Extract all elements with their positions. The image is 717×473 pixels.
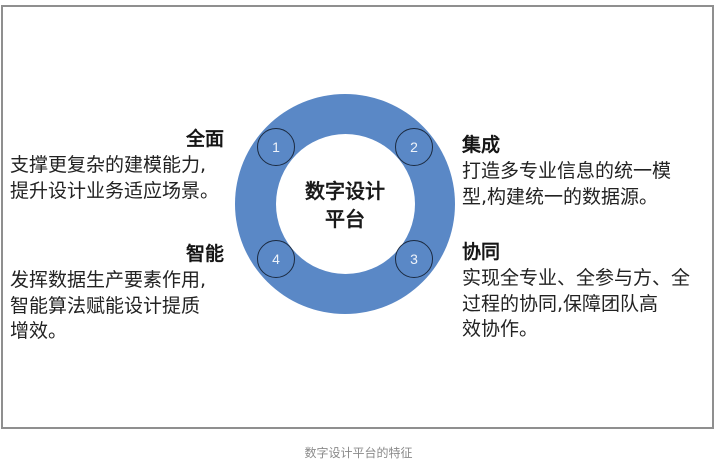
feature-line: 提升设计业务适应场景。 [10,179,220,202]
feature-line: 型,构建统一的数据源。 [462,185,659,208]
feature-line: 效协作。 [462,318,539,340]
feature-integration: 集成 打造多专业信息的统一模 型,构建统一的数据源。 [462,132,712,210]
feature-title: 协同 [462,241,501,263]
badge-3: 3 [395,240,433,278]
feature-line: 智能算法赋能设计提质 [10,294,201,317]
feature-title: 智能 [185,243,224,265]
feature-line: 增效。 [10,320,68,342]
center-title-line-2: 平台 [325,207,365,231]
feature-title: 全面 [185,128,224,150]
feature-line: 过程的协同,保障团队高 [462,292,659,315]
feature-line: 发挥数据生产要素作用, [10,269,207,291]
center-title-line-1: 数字设计 [305,179,385,203]
center-title: 数字设计 平台 [285,177,405,233]
badge-1: 1 [257,128,295,166]
ring-center [276,134,415,274]
feature-title: 集成 [462,134,501,156]
figure-caption: 数字设计平台的特征 [304,446,413,460]
feature-comprehensive: 全面 支撑更复杂的建模能力, 提升设计业务适应场景。 [10,126,224,204]
badge-2: 2 [395,128,433,166]
feature-line: 实现全专业、全参与方、全 [462,267,691,289]
feature-line: 支撑更复杂的建模能力, [10,154,207,176]
badge-4: 4 [257,240,295,278]
feature-line: 打造多专业信息的统一模 [462,160,672,182]
feature-collaboration: 协同 实现全专业、全参与方、全 过程的协同,保障团队高 效协作。 [462,239,712,343]
feature-intelligence: 智能 发挥数据生产要素作用, 智能算法赋能设计提质 增效。 [10,241,224,345]
